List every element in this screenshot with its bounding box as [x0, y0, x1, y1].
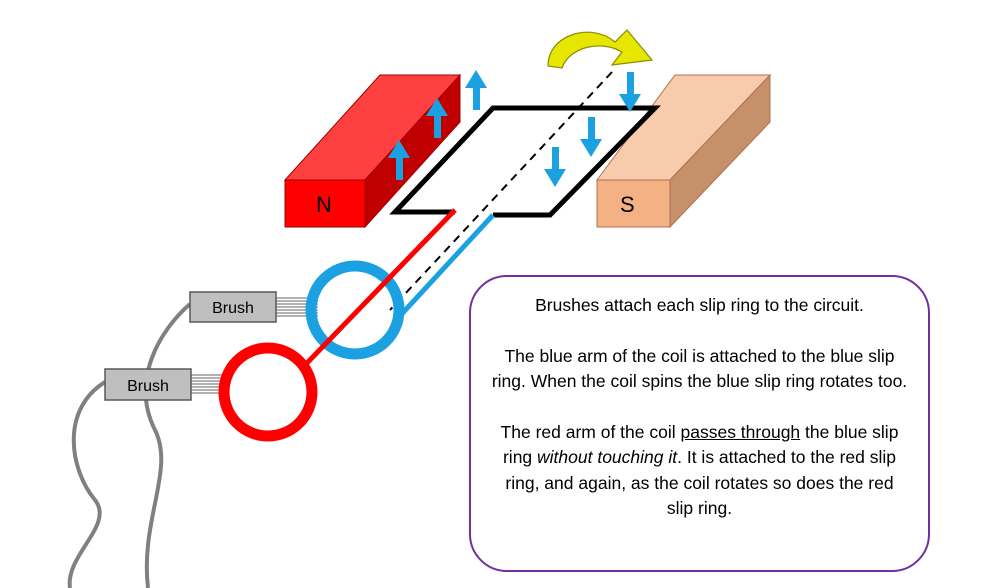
info-red-arm-part-3: . It is attached to the red slip ring, a… [505, 447, 896, 518]
brush-wire-bottom [67, 380, 107, 588]
magnet-south-front [596, 179, 671, 228]
brush-top: Brush [189, 291, 318, 323]
blue-slip-ring [305, 260, 405, 360]
magnet-south-label: S [620, 192, 635, 217]
force-arrows [388, 70, 641, 187]
brush-wire-top [143, 302, 192, 588]
magnet-north-label: N [316, 192, 332, 217]
down-arrow-2 [580, 117, 602, 157]
info-brushes-text: Brushes attach each slip ring to the cir… [535, 295, 864, 315]
magnet-south: S [596, 73, 772, 229]
rotation-axis [389, 71, 613, 311]
brush-bottom: Brush [104, 368, 228, 401]
brush-bottom-label: Brush [127, 378, 169, 395]
magnet-north-front [284, 179, 366, 228]
down-arrow-3 [544, 147, 566, 187]
red-slip-ring [218, 342, 318, 442]
coil [389, 105, 661, 218]
red-coil-arm [305, 208, 457, 365]
info-box: Brushes attach each slip ring to the cir… [469, 275, 930, 572]
info-red-arm-part-1: The red arm of the coil [500, 421, 681, 442]
info-red-arm-text: The red arm of the coil passes through t… [491, 420, 908, 522]
info-red-arm-italic: without touching it [537, 447, 678, 467]
up-arrow-3 [388, 140, 410, 180]
rotation-arrow-icon [547, 29, 654, 69]
brush-bottom-body [104, 368, 192, 401]
blue-coil-arm [396, 213, 495, 320]
info-red-arm-underlined: passes through [680, 421, 801, 442]
up-arrow-2 [426, 98, 448, 138]
info-blue-arm-text: The blue arm of the coil is attached to … [491, 345, 908, 392]
brush-top-body [189, 291, 277, 323]
down-arrow-1 [619, 72, 641, 112]
up-arrow-1 [465, 70, 487, 110]
info-red-arm-part-2: the blue slip ring [502, 421, 899, 468]
brush-top-label: Brush [212, 300, 254, 317]
magnet-north: N [283, 73, 462, 229]
